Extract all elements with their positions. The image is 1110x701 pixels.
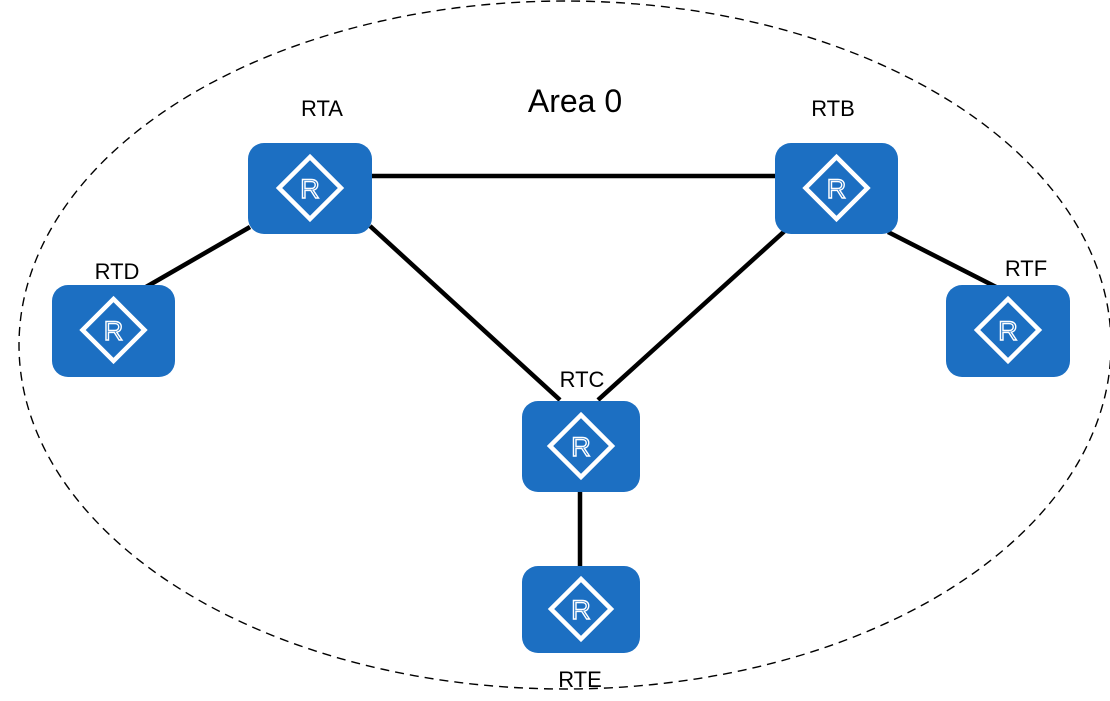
area-label: Area 0	[528, 83, 622, 119]
link-rta-rtc	[368, 224, 562, 402]
links	[144, 173, 1002, 568]
svg-text:R: R	[998, 316, 1018, 346]
router-label-rte: RTE	[558, 667, 602, 692]
router-icon: R	[546, 411, 616, 481]
link-rtb-rtf	[886, 229, 1002, 292]
router-icon: R	[79, 295, 148, 365]
router-rtf[interactable]: R	[946, 285, 1070, 377]
router-body	[52, 285, 175, 377]
svg-text:R: R	[571, 432, 591, 462]
router-icon: R	[547, 575, 615, 643]
router-rtd[interactable]: R	[52, 285, 175, 377]
svg-text:R: R	[827, 174, 847, 204]
router-label-rtb: RTB	[811, 96, 855, 121]
router-body	[775, 143, 898, 234]
router-body	[946, 285, 1070, 377]
router-label-rtf: RTF	[1005, 256, 1047, 281]
router-label-rtd: RTD	[95, 259, 140, 284]
router-body	[248, 143, 372, 234]
router-rte[interactable]: R	[522, 566, 640, 653]
router-icon: R	[275, 153, 345, 223]
svg-text:R: R	[571, 595, 591, 625]
link-rtb-rtc	[596, 226, 790, 402]
router-icon: R	[973, 295, 1043, 365]
svg-text:R: R	[300, 174, 320, 204]
router-icon: R	[802, 153, 871, 223]
router-rta[interactable]: R	[248, 143, 372, 234]
router-body	[522, 401, 640, 492]
router-rtb[interactable]: R	[775, 143, 898, 234]
svg-text:R: R	[104, 316, 124, 346]
router-rtc[interactable]: R	[522, 401, 640, 492]
router-label-rta: RTA	[301, 96, 343, 121]
link-rta-rtd	[144, 225, 252, 289]
router-body	[522, 566, 640, 653]
router-label-rtc: RTC	[560, 367, 605, 392]
area-0-boundary	[18, 0, 1110, 690]
